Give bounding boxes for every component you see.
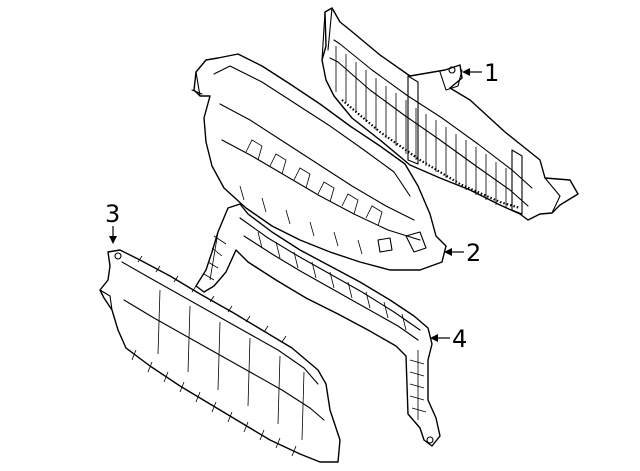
callout-1-label: 1 xyxy=(484,59,499,87)
callout-4: 4 xyxy=(430,325,467,353)
part-4-lower-support xyxy=(195,203,441,447)
callout-3-label: 3 xyxy=(105,200,120,228)
callout-4-label: 4 xyxy=(452,325,467,353)
part-2-air-duct xyxy=(191,53,447,271)
callout-1: 1 xyxy=(462,59,499,87)
part-1-shutter-assembly xyxy=(321,7,579,221)
callout-2-label: 2 xyxy=(466,239,481,267)
part-3-lower-deflector xyxy=(99,249,341,463)
callout-3: 3 xyxy=(105,200,120,244)
callout-2: 2 xyxy=(444,239,481,267)
